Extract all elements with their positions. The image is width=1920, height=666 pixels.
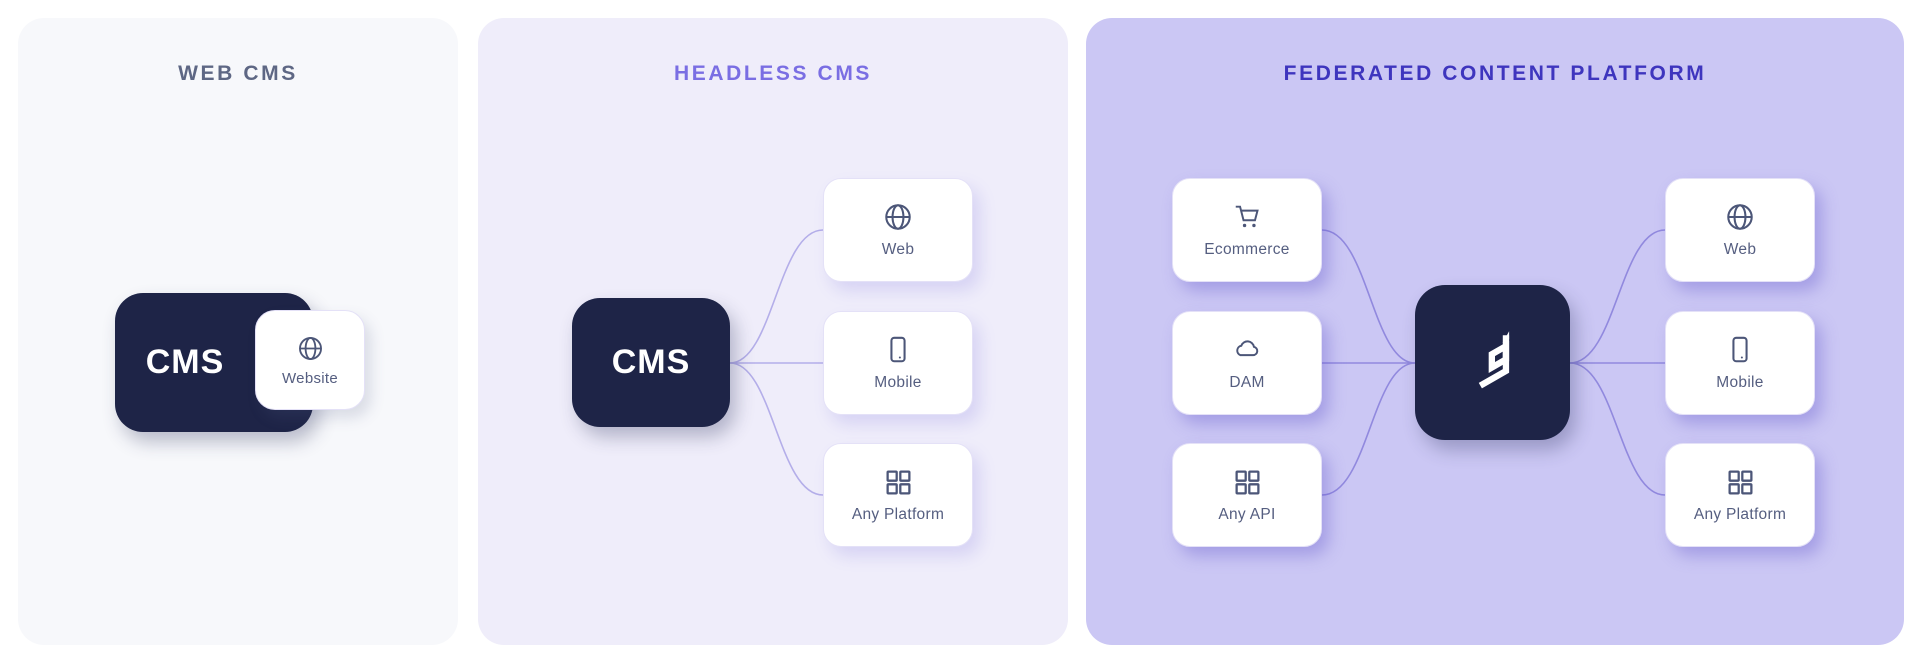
panel-federated-content-platform: FEDERATED CONTENT PLATFORM Ecommerce (1086, 18, 1904, 645)
panel-headless-cms: HEADLESS CMS CMS Web (478, 18, 1068, 645)
grid-icon (884, 467, 913, 497)
mobile-card: Mobile (823, 311, 973, 415)
connector-cms-to-any-platform (729, 362, 824, 496)
mobile-card-label: Mobile (874, 374, 922, 391)
grid-icon (1726, 467, 1755, 497)
panel-title-web-cms: WEB CMS (178, 62, 298, 85)
any-platform-card: Any Platform (823, 443, 973, 547)
mobile-card-label: Mobile (1716, 374, 1764, 391)
website-card: Website (255, 310, 365, 410)
website-card-label: Website (281, 369, 338, 387)
panel-title-federated-content-platform: FEDERATED CONTENT PLATFORM (1283, 62, 1707, 85)
any-platform-card-label: Any Platform (851, 506, 945, 523)
dam-card-label: DAM (1229, 374, 1265, 391)
globe-icon (1725, 202, 1755, 232)
mobile-icon (1725, 335, 1755, 365)
headless-cms-node: CMS (572, 298, 730, 427)
web-card: Web (1665, 178, 1815, 282)
web-card: Web (823, 178, 973, 282)
any-platform-card-label: Any Platform (1693, 506, 1787, 523)
connector-hub-to-web (1569, 229, 1666, 364)
any-api-card: Any API (1172, 443, 1322, 547)
connector-ecommerce-to-hub (1321, 229, 1416, 364)
ecommerce-card-label: Ecommerce (1204, 241, 1290, 258)
cart-icon (1232, 202, 1262, 232)
dam-card: DAM (1172, 311, 1322, 415)
panel-title-headless-cms: HEADLESS CMS (673, 62, 873, 85)
any-platform-card: Any Platform (1665, 443, 1815, 547)
connector-hub-to-any-platform (1569, 362, 1666, 496)
web-card-label: Web (881, 241, 915, 258)
mobile-icon (883, 335, 913, 365)
federated-platform-hub (1415, 285, 1570, 440)
globe-icon (883, 202, 913, 232)
cloud-icon (1231, 335, 1263, 365)
grid-icon (1233, 467, 1262, 497)
connector-cms-to-web (729, 229, 824, 364)
connector-any-api-to-hub (1321, 362, 1416, 496)
panel-web-cms: WEB CMS CMS Website (18, 18, 458, 645)
cms-node-label: CMS (145, 343, 225, 381)
mobile-card: Mobile (1665, 311, 1815, 415)
ecommerce-card: Ecommerce (1172, 178, 1322, 282)
globe-icon (297, 334, 324, 364)
hygraph-logo-icon (1474, 328, 1512, 397)
any-api-card-label: Any API (1218, 506, 1276, 523)
web-card-label: Web (1723, 241, 1757, 258)
headless-cms-node-label: CMS (611, 343, 691, 381)
connector-lines (729, 229, 824, 496)
